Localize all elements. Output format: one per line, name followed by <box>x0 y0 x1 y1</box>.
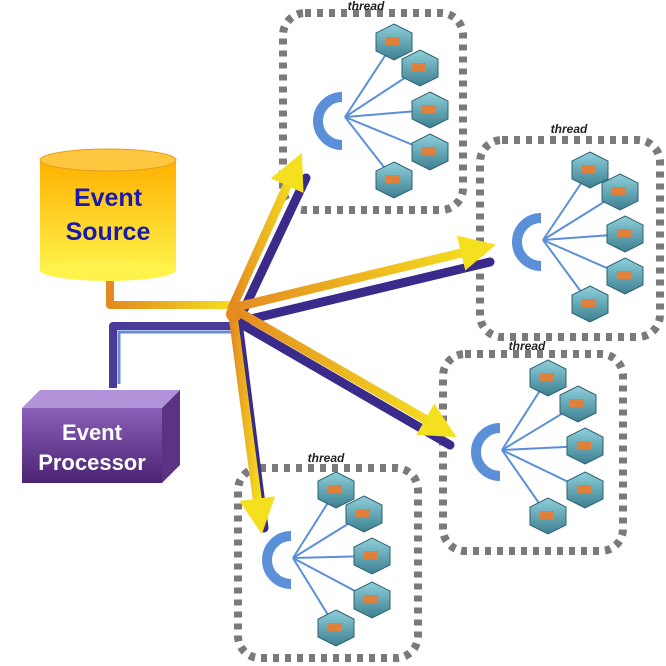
event-source-label-line2: Source <box>66 218 151 246</box>
thread-bottom: thread <box>234 451 422 662</box>
thread-contents-right-lower <box>471 359 604 535</box>
dispatch-arrow-to-thread-right-lower <box>227 303 457 438</box>
source-connector <box>106 281 236 309</box>
thread-label: thread <box>509 339 546 353</box>
thread-right-lower: thread <box>439 339 627 555</box>
event-loop-icon <box>512 213 542 271</box>
thread-label: thread <box>551 122 588 136</box>
event-source-label-line1: Event <box>74 184 143 212</box>
thread-contents-right-upper <box>512 151 644 323</box>
dispatch-arrow-to-thread-right-upper <box>227 235 497 313</box>
dispatch-arrow-shadow <box>233 173 311 327</box>
thread-label: thread <box>308 451 345 465</box>
event-processor-box: Event Processor <box>22 390 180 483</box>
thread-label: thread <box>348 0 385 13</box>
processor-connector <box>109 322 236 388</box>
event-processor-label-line1: Event <box>62 420 123 445</box>
dispatch-arrow-to-thread-top <box>227 152 304 313</box>
dispatch-hub <box>226 306 242 322</box>
processor-connector-highlight <box>117 330 236 384</box>
thread-contents-top <box>313 23 449 199</box>
event-loop-icon <box>471 423 501 481</box>
dispatch-arrows <box>226 152 497 535</box>
event-processor-label-line2: Processor <box>38 450 146 475</box>
dispatch-arrow-to-thread-bottom <box>227 303 276 535</box>
thread-top: thread <box>279 0 467 214</box>
dispatch-arrow-shadow <box>233 257 495 327</box>
event-loop-icon <box>262 531 292 589</box>
thread-contents-bottom <box>262 471 391 647</box>
event-loop-icon <box>313 92 343 150</box>
dispatch-arrow-shadow <box>233 317 455 450</box>
event-source-cylinder: Event Source <box>39 148 177 281</box>
